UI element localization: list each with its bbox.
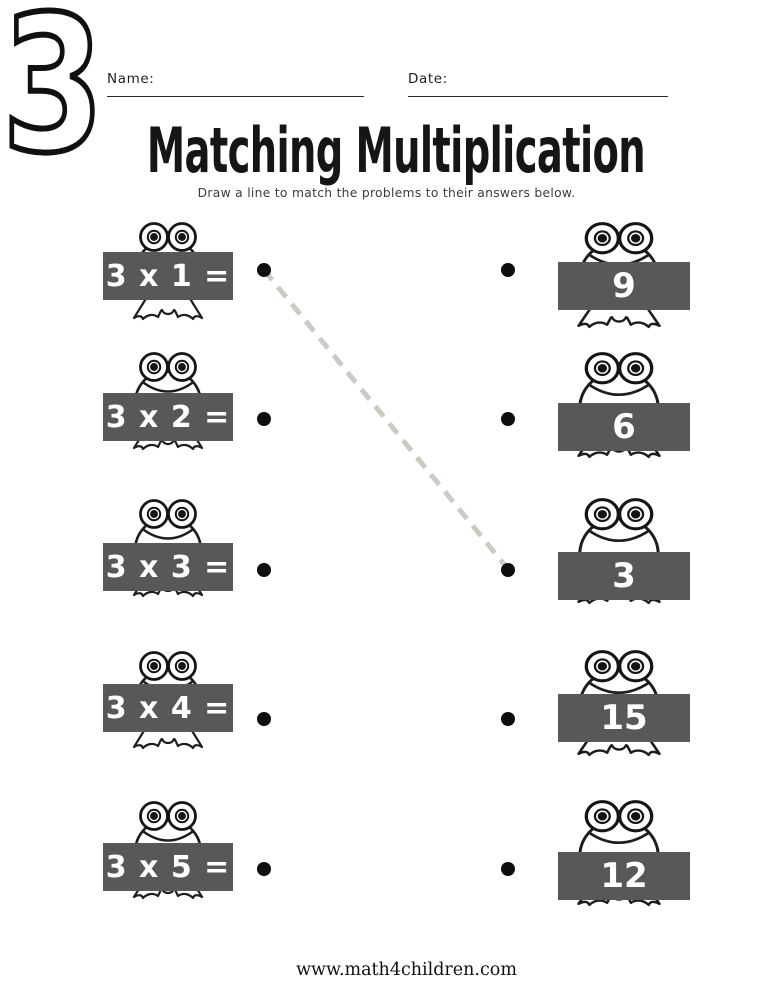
drawn-match-line xyxy=(262,268,510,571)
instructions-text: Draw a line to match the problems to the… xyxy=(197,186,576,200)
connector-dot-problem-3[interactable] xyxy=(257,563,271,577)
name-input-line[interactable] xyxy=(107,95,364,97)
corner-number: 3 xyxy=(0,0,106,195)
answer-label: 9 xyxy=(612,266,636,306)
connector-dot-problem-2[interactable] xyxy=(257,412,271,426)
answer-sign: 9 xyxy=(558,262,690,310)
problem-item: 3 x 3 = xyxy=(103,499,233,601)
problem-label: 3 x 1 = xyxy=(105,258,231,294)
answer-sign: 15 xyxy=(558,694,690,742)
problem-item: 3 x 2 = xyxy=(103,352,233,454)
problem-label: 3 x 3 = xyxy=(105,549,231,585)
problem-item: 3 x 1 = xyxy=(103,222,233,324)
answer-item: 12 xyxy=(558,799,690,910)
problem-item: 3 x 4 = xyxy=(103,651,233,753)
connector-dot-answer-3[interactable] xyxy=(501,563,515,577)
answer-item: 6 xyxy=(558,351,690,462)
answer-label: 15 xyxy=(600,698,648,738)
connector-dot-answer-5[interactable] xyxy=(501,862,515,876)
date-input-line[interactable] xyxy=(408,95,668,97)
answer-label: 3 xyxy=(612,556,636,596)
problem-label: 3 x 5 = xyxy=(105,849,231,885)
problem-label: 3 x 4 = xyxy=(105,690,231,726)
answer-sign: 3 xyxy=(558,552,690,600)
name-label: Name: xyxy=(107,71,155,87)
connector-dot-problem-5[interactable] xyxy=(257,862,271,876)
answer-item: 15 xyxy=(558,649,690,760)
connector-dot-answer-4[interactable] xyxy=(501,712,515,726)
problem-sign: 3 x 4 = xyxy=(103,684,233,732)
page-title: Matching Multiplication xyxy=(146,114,646,187)
connector-dot-problem-4[interactable] xyxy=(257,712,271,726)
answer-sign: 12 xyxy=(558,852,690,900)
date-field: Date: xyxy=(408,68,668,97)
problem-label: 3 x 2 = xyxy=(105,399,231,435)
date-label: Date: xyxy=(408,71,448,87)
website-url: www.math4children.com xyxy=(296,960,517,980)
problem-sign: 3 x 1 = xyxy=(103,252,233,300)
connector-dot-answer-1[interactable] xyxy=(501,263,515,277)
answer-item: 9 xyxy=(558,221,690,332)
answer-item: 3 xyxy=(558,497,690,608)
problem-sign: 3 x 3 = xyxy=(103,543,233,591)
problem-item: 3 x 5 = xyxy=(103,801,233,903)
answer-label: 6 xyxy=(612,407,636,447)
problem-sign: 3 x 2 = xyxy=(103,393,233,441)
connector-dot-problem-1[interactable] xyxy=(257,263,271,277)
answer-sign: 6 xyxy=(558,403,690,451)
answer-label: 12 xyxy=(600,856,648,896)
name-field: Name: xyxy=(107,68,364,97)
problem-sign: 3 x 5 = xyxy=(103,843,233,891)
connector-dot-answer-2[interactable] xyxy=(501,412,515,426)
